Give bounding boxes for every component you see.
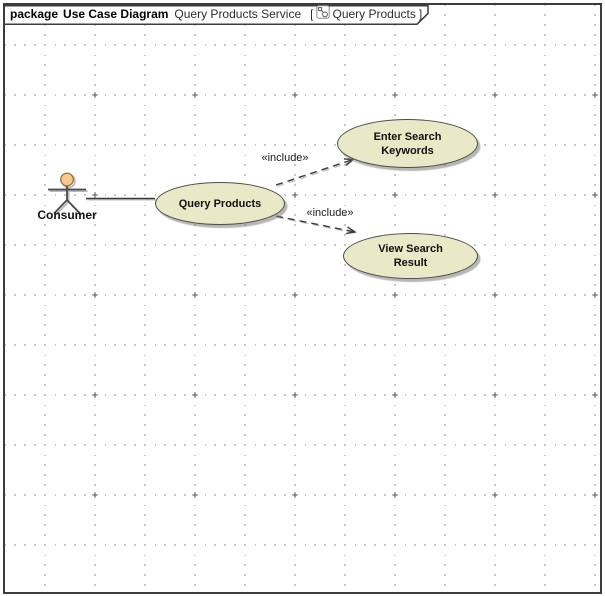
frame-diagram-kind: Use Case Diagram	[63, 7, 169, 21]
actor-figure	[48, 172, 86, 215]
actor-consumer[interactable]	[40, 168, 96, 220]
actor-head	[60, 172, 74, 187]
diagram-frame: Consumer Query Products Enter Search Key…	[3, 3, 602, 594]
include-stereotype-label-2[interactable]: «include»	[306, 207, 354, 219]
use-case-diagram-icon	[316, 5, 331, 24]
bracket-close: ]	[418, 7, 423, 21]
frame-header: package Use Case Diagram Query Products …	[5, 5, 425, 24]
connectors-layer	[86, 158, 357, 235]
usecase-label: View Search Result	[378, 243, 443, 269]
include-arrow-enter-search-keywords[interactable]	[275, 158, 355, 186]
frame-diagram-name: Query Products	[332, 7, 416, 21]
include-stereotype-label-1[interactable]: «include»	[261, 152, 309, 164]
usecase-enter-search-keywords[interactable]: Enter Search Keywords	[337, 119, 478, 168]
arrowhead-icon	[343, 158, 355, 166]
include-arrow-view-search-result[interactable]	[275, 215, 357, 235]
arrowhead-icon	[346, 226, 357, 235]
usecase-label: Enter Search Keywords	[373, 130, 442, 157]
usecase-query-products[interactable]: Query Products	[155, 182, 285, 225]
usecase-view-search-result[interactable]: View Search Result	[343, 233, 478, 279]
frame-keyword: package	[10, 7, 59, 21]
bracket-open: [	[310, 7, 314, 21]
usecase-label: Query Products	[178, 197, 262, 210]
grid-background	[5, 5, 600, 592]
actor-label: Consumer	[37, 208, 97, 222]
frame-package-name: Query Products Service	[174, 7, 302, 21]
connector-shadows	[87, 160, 357, 234]
